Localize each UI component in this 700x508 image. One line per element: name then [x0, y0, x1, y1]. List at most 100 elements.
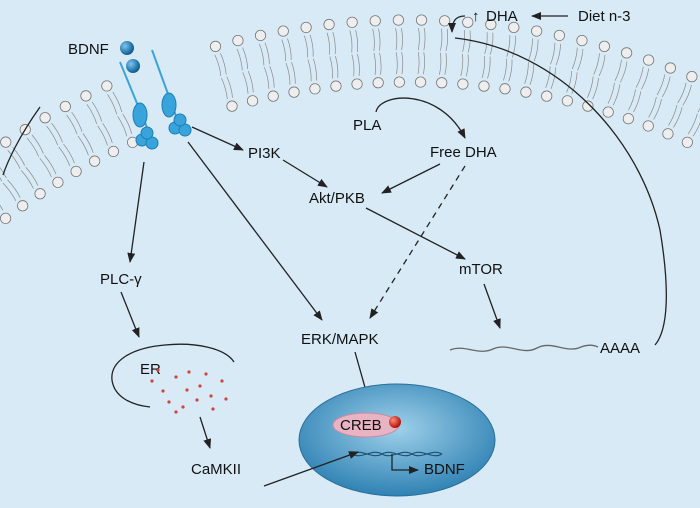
- lipid-head: [52, 176, 64, 188]
- lipid-head: [70, 165, 82, 178]
- lipid-tail: [44, 155, 57, 175]
- lipid-tail: [614, 59, 622, 81]
- lipid-tail: [226, 76, 233, 98]
- lipid-tail: [102, 123, 113, 144]
- lipid-head: [101, 80, 113, 92]
- lipid-tail: [349, 30, 353, 53]
- lipid-tail: [63, 143, 75, 164]
- calcium-dot: [187, 370, 191, 374]
- lipid-head: [621, 47, 633, 59]
- lipid-tail: [506, 34, 511, 57]
- er-label: ER: [140, 361, 161, 378]
- lipid-tail: [587, 76, 594, 98]
- cell-membrane: [0, 14, 700, 224]
- pla-label: PLA: [353, 117, 381, 134]
- lipid-head: [59, 100, 71, 113]
- lipid-tail: [533, 39, 539, 62]
- lipid-tail: [86, 104, 98, 125]
- lipid-tail: [20, 170, 34, 189]
- lipid-head: [531, 25, 543, 37]
- lipid-head: [478, 80, 490, 92]
- lipid-tail: [440, 28, 443, 51]
- calcium-dot: [198, 384, 202, 388]
- lipid-tail: [291, 62, 296, 84]
- lipid-head: [462, 16, 474, 28]
- lipid-tail: [444, 52, 447, 75]
- creb-label: CREB: [340, 417, 382, 434]
- calcium-dot: [195, 398, 199, 402]
- lipid-tail: [508, 59, 513, 82]
- camkii-label: CaMKII: [191, 461, 241, 478]
- pi3k-to-akt-arrow: [282, 159, 328, 188]
- dha-label: DHA: [486, 8, 518, 25]
- lipid-tail: [285, 62, 291, 85]
- lipid-tail: [593, 53, 600, 75]
- lipid-tail: [329, 56, 333, 79]
- lipid-tail: [7, 179, 21, 198]
- plc-gamma-label: PLC-γ: [100, 271, 142, 288]
- lipid-tail: [653, 98, 662, 120]
- lipid-tail: [401, 27, 403, 51]
- lipid-head: [226, 100, 238, 112]
- mtor-to-mrna-arrow: [483, 283, 501, 329]
- lipid-tail: [326, 32, 331, 55]
- lipid-tail: [221, 77, 228, 100]
- lipid-tail: [0, 167, 7, 179]
- lipid-head: [622, 113, 634, 125]
- lipid-tail: [555, 43, 561, 66]
- lipid-tail: [77, 135, 89, 156]
- lipid-tail: [25, 167, 39, 186]
- calcium-dot: [174, 410, 178, 414]
- lipid-tail: [668, 104, 678, 126]
- lipid-tail: [487, 56, 491, 79]
- lipid-head: [553, 29, 565, 42]
- calcium-dot: [204, 372, 208, 376]
- akt-pkb-label: Akt/PKB: [309, 190, 365, 207]
- lipid-tail: [566, 70, 573, 93]
- lipid-tail: [697, 108, 700, 113]
- lipid-heads: [0, 14, 698, 224]
- lipid-head: [598, 40, 610, 52]
- lipid-tail: [598, 54, 606, 77]
- lipid-tail: [682, 85, 692, 106]
- receptor-to-plc-arrow: [127, 161, 145, 263]
- bdnf-ligand-ball-2: [126, 59, 140, 73]
- lipid-tail: [484, 32, 488, 55]
- lipid-tail: [395, 28, 398, 51]
- lipid-tail: [97, 125, 108, 146]
- lipid-tail: [264, 67, 270, 89]
- lipid-tail: [242, 72, 249, 94]
- lipid-head: [602, 106, 614, 118]
- lipid-tail: [307, 59, 312, 82]
- lipid-tail: [26, 137, 40, 157]
- lipid-tail: [332, 32, 336, 55]
- lipid-head: [351, 78, 363, 90]
- calcium-dot: [224, 397, 228, 401]
- lipid-tail: [489, 32, 494, 55]
- free-dha-to-akt-arrow: [381, 163, 441, 194]
- free-dha-to-erk-dashed-arrow: [369, 165, 466, 319]
- lipid-tail: [313, 58, 317, 81]
- lipid-head: [392, 14, 404, 26]
- lipid-tail: [372, 28, 375, 51]
- lipid-tail: [620, 61, 628, 83]
- lipid-head: [323, 18, 335, 31]
- calcium-dots: [150, 368, 228, 414]
- pi3k-label: PI3K: [248, 145, 281, 162]
- lipid-tail: [107, 94, 118, 115]
- receptor-to-pi3k-arrow: [191, 126, 244, 151]
- lipid-tail: [112, 91, 123, 113]
- bdnf-ligand-ball-1: [120, 41, 134, 55]
- lipid-tail: [46, 125, 59, 146]
- lipid-tail: [355, 29, 358, 53]
- lipid-head: [346, 16, 358, 28]
- lipid-tail: [529, 63, 535, 85]
- lipid-head: [508, 21, 520, 34]
- lipid-tail: [66, 114, 78, 135]
- lipid-tail: [304, 35, 308, 58]
- lipid-tail: [423, 52, 425, 75]
- lipid-tail: [91, 101, 103, 122]
- lipid-head: [457, 78, 469, 90]
- lipid-tail: [439, 52, 442, 75]
